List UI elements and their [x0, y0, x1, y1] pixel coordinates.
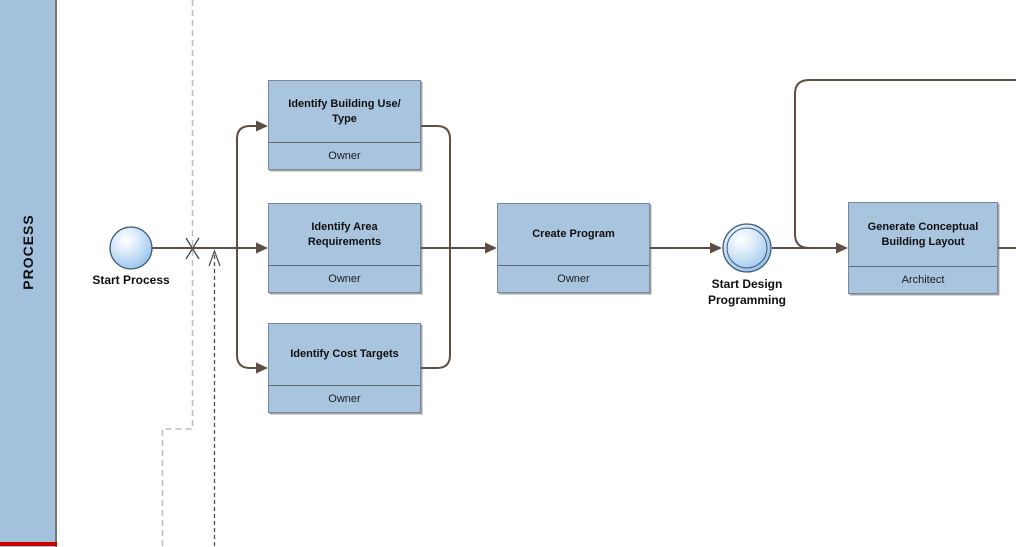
task-role: Owner [328, 150, 361, 162]
red-page-marker [0, 542, 57, 546]
open-arrowhead-up-icon [208, 249, 221, 267]
sequence-flow-connectors[interactable] [152, 79, 1016, 369]
flow-fork-down[interactable] [236, 248, 256, 369]
task-identify-cost-targets[interactable]: Identify Cost Targets Owner [268, 323, 421, 413]
start-event-label: Start Process [92, 273, 170, 287]
arrowhead-icon [256, 242, 268, 254]
process-lane-label: PROCESS [20, 214, 36, 290]
task-role: Owner [328, 273, 361, 285]
task-role: Owner [328, 393, 361, 405]
page-break-guide-line [161, 0, 194, 547]
flow-loopback-from-right[interactable] [794, 79, 1016, 249]
task-title: Create Program [498, 204, 649, 266]
start-event-circle[interactable] [109, 226, 153, 270]
task-title: Identify Building Use/ Type [269, 81, 420, 143]
flow-fork-up[interactable] [236, 125, 256, 248]
task-identify-area-requirements[interactable]: Identify Area Requirements Owner [268, 203, 421, 293]
arrowhead-icon [485, 242, 497, 254]
arrowhead-icon [710, 242, 722, 254]
arrowheads [256, 120, 848, 374]
task-title: Identify Cost Targets [269, 324, 420, 386]
task-identify-building-use-type[interactable]: Identify Building Use/ Type Owner [268, 80, 421, 170]
arrowhead-icon [256, 120, 268, 132]
arrowhead-icon [256, 362, 268, 374]
task-title: Identify Area Requirements [269, 204, 420, 266]
task-role: Owner [557, 273, 590, 285]
intermediate-event-label: Start Design Programming [707, 277, 786, 307]
intermediate-event-circle[interactable] [722, 223, 772, 273]
task-role: Architect [901, 274, 945, 286]
task-generate-conceptual-building-layout[interactable]: Generate Conceptual Building Layout Arch… [848, 202, 998, 294]
task-create-program[interactable]: Create Program Owner [497, 203, 650, 293]
flow-merge-top[interactable] [421, 125, 451, 247]
flow-merge-bottom[interactable] [421, 249, 451, 369]
task-title: Generate Conceptual Building Layout [849, 203, 997, 267]
arrowhead-icon [836, 242, 848, 254]
process-lane[interactable] [0, 0, 57, 547]
